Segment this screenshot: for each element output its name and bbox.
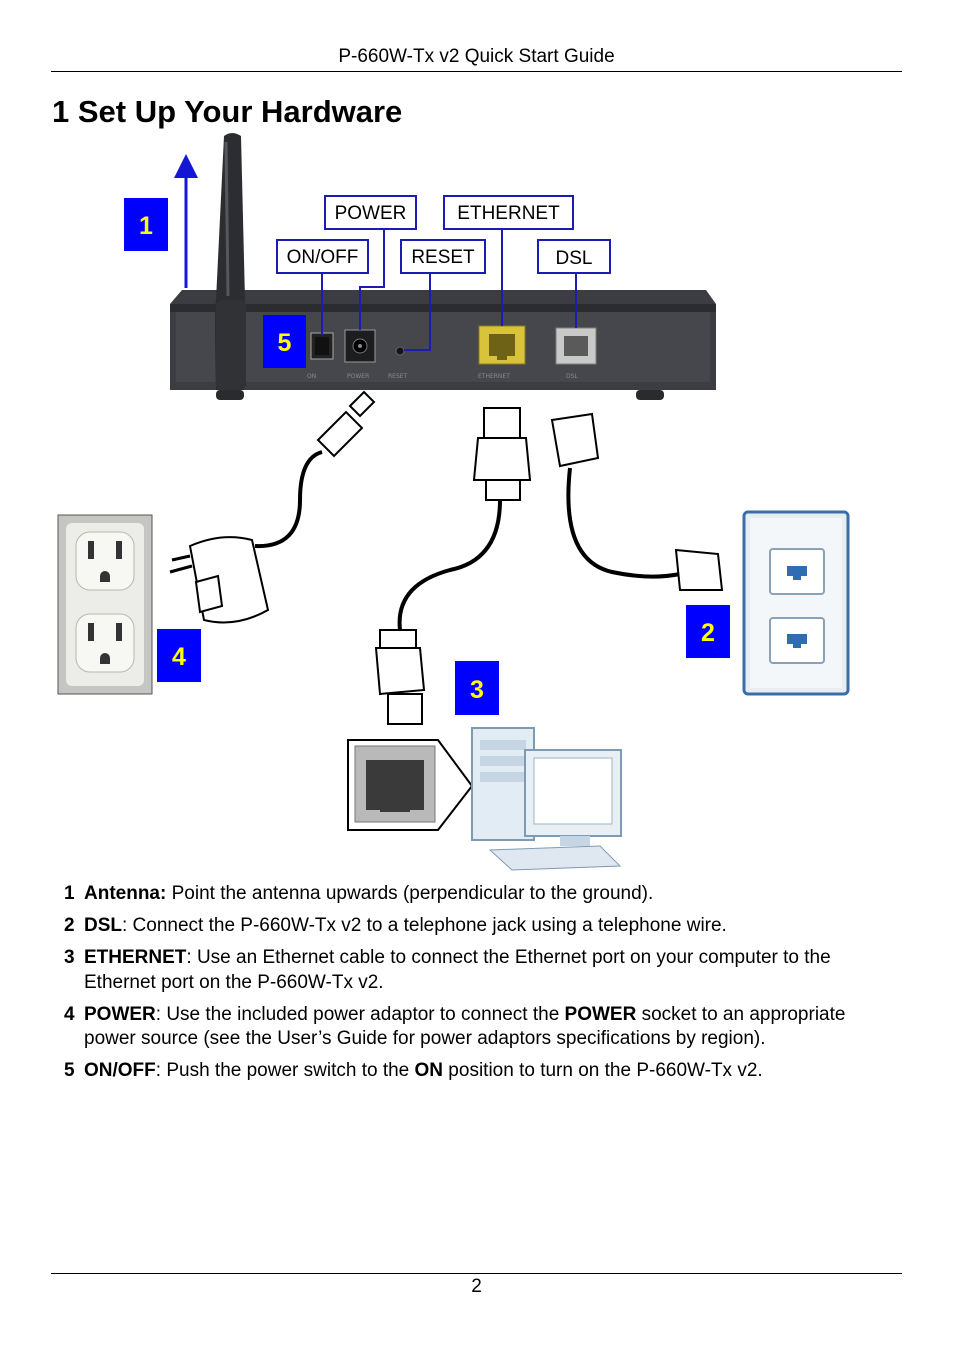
onoff-label: ON/OFF: [287, 247, 359, 268]
step-number: 3: [64, 947, 75, 968]
computer-illustration: [347, 727, 622, 871]
callout-2: [686, 605, 730, 658]
page-number: 2: [471, 1276, 482, 1297]
power-label-box: [324, 195, 417, 230]
hardware-setup-figure: ON POWER RESET ETHERNET DSL POWER ETHERN…: [0, 130, 954, 875]
step-text: : Use the included power adaptor to conn…: [155, 1003, 565, 1025]
callout-3-number: 3: [470, 676, 484, 704]
callouts: 1 2 3 4 5: [124, 198, 730, 715]
step-number: 1: [64, 883, 75, 904]
step-emphasis: ON: [414, 1060, 444, 1081]
setup-step-2: 2 DSL: Connect the P-660W-Tx v2 to a tele…: [64, 914, 894, 939]
dsl-label-box: [537, 239, 611, 274]
callout-1: [124, 198, 168, 251]
step-text: Point the antenna upwards (perpendicular…: [166, 883, 654, 904]
antenna-up-arrow: [174, 154, 198, 288]
ethernet-label: ETHERNET: [457, 203, 560, 224]
callout-2-number: 2: [701, 619, 715, 647]
step-term: POWER: [84, 1003, 156, 1025]
reset-label-box: [400, 239, 486, 274]
setup-step-5: 5 ON/OFF: Push the power switch to the ON…: [64, 1059, 894, 1084]
step-number: 4: [64, 1003, 75, 1025]
footer-rule: [51, 1273, 902, 1274]
callout-5-number: 5: [278, 329, 292, 357]
step-term: Antenna:: [84, 883, 167, 904]
step-text: position to turn on the P-660W-Tx v2.: [443, 1060, 763, 1081]
section-title: 1 Set Up Your Hardware: [52, 94, 403, 129]
setup-step-3: 3 ETHERNET: Use an Ethernet cable to conn…: [64, 946, 894, 995]
onoff-label-box: [276, 239, 369, 274]
step-text: : Push the power switch to the: [155, 1060, 415, 1081]
svg-text:ON: ON: [307, 373, 316, 380]
reset-label: RESET: [411, 247, 475, 268]
callout-3: [455, 661, 499, 715]
svg-text:RESET: RESET: [388, 373, 408, 380]
leader-lines: [321, 229, 577, 351]
power-label: POWER: [335, 203, 407, 224]
port-labels: POWER ETHERNET ON/OFF RESET DSL: [276, 195, 611, 351]
step-emphasis: POWER: [564, 1003, 637, 1025]
antenna-illustration: [215, 133, 246, 390]
callout-4: [157, 629, 201, 682]
header-rule: [51, 71, 902, 72]
power-adaptor-illustration: [169, 390, 376, 624]
router-illustration: ON POWER RESET ETHERNET DSL: [166, 290, 720, 400]
step-term: DSL: [84, 915, 122, 936]
step-number: 5: [64, 1060, 75, 1081]
setup-step-1: 1 Antenna: Point the antenna upwards (per…: [64, 882, 894, 907]
svg-text:ETHERNET: ETHERNET: [478, 373, 510, 380]
step-text: socket to an appropriate power source (s…: [84, 1003, 846, 1050]
callout-4-number: 4: [172, 643, 186, 671]
telephone-jack-illustration: [742, 510, 850, 696]
step-text: : Connect the P-660W-Tx v2 to a telephon…: [122, 915, 727, 936]
telephone-cable-illustration: [550, 412, 724, 591]
wall-outlet-illustration: [57, 514, 153, 695]
svg-text:DSL: DSL: [566, 373, 578, 380]
step-term: ETHERNET: [84, 947, 187, 968]
step-number: 2: [64, 915, 75, 936]
step-term: ON/OFF: [84, 1060, 156, 1081]
ethernet-label-box: [443, 195, 574, 230]
step-text: : Use an Ethernet cable to connect the E…: [84, 947, 831, 993]
svg-text:POWER: POWER: [347, 373, 369, 380]
setup-step-4: 4 POWER: Use the included power adaptor t…: [64, 1003, 894, 1052]
running-header: P-660W-Tx v2 Quick Start Guide: [338, 46, 615, 67]
setup-steps-list: 1 Antenna: Point the antenna upwards (per…: [64, 882, 894, 1091]
callout-5: [263, 315, 306, 368]
dsl-label: DSL: [556, 248, 593, 269]
ethernet-cable-illustration: [374, 407, 532, 725]
hardware-setup-diagram: ON POWER RESET ETHERNET DSL POWER ETHERN…: [57, 133, 850, 871]
callout-1-number: 1: [139, 212, 153, 240]
